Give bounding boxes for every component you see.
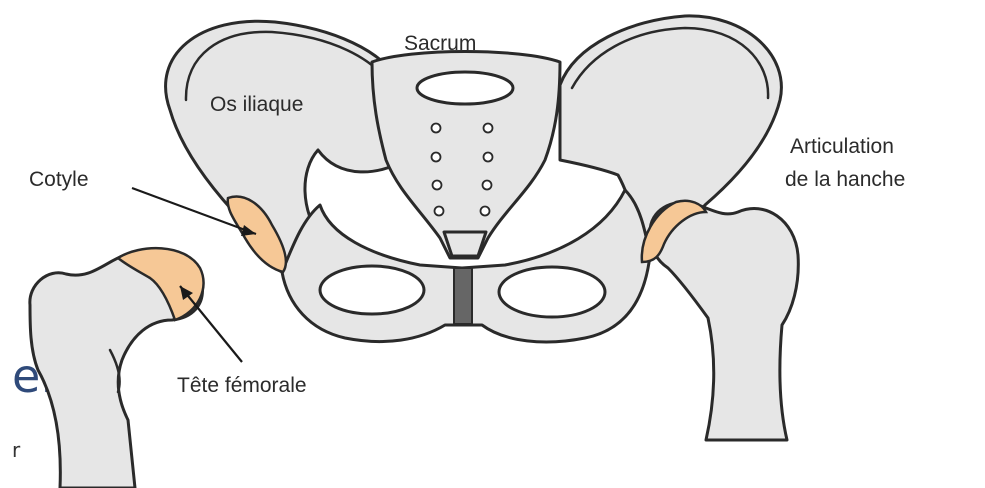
sacral-foramen — [483, 181, 492, 190]
sacral-promontory — [417, 72, 513, 104]
background-text-fragment-small: r — [12, 438, 21, 462]
label-tete-femorale: Tête fémorale — [177, 374, 307, 397]
label-articulation-line1: Articulation — [790, 135, 894, 158]
sacral-foramen — [481, 207, 490, 216]
label-sacrum: Sacrum — [404, 32, 476, 55]
sacral-foramen — [433, 181, 442, 190]
right-obturator-foramen — [499, 267, 605, 317]
pubic-symphysis — [454, 268, 472, 324]
sacral-foramen — [435, 207, 444, 216]
sacral-foramen — [432, 153, 441, 162]
sacral-foramen — [484, 153, 493, 162]
left-obturator-foramen — [320, 266, 424, 314]
femoral-head-pointer-line — [180, 286, 242, 362]
label-articulation-line2: de la hanche — [785, 168, 905, 191]
label-os-iliaque: Os iliaque — [210, 93, 303, 116]
sacral-foramen — [432, 124, 441, 133]
coccyx — [444, 232, 486, 256]
right-femur — [650, 202, 798, 440]
label-cotyle: Cotyle — [29, 168, 89, 191]
left-iliac-bone — [166, 21, 405, 272]
sacral-foramen — [484, 124, 493, 133]
